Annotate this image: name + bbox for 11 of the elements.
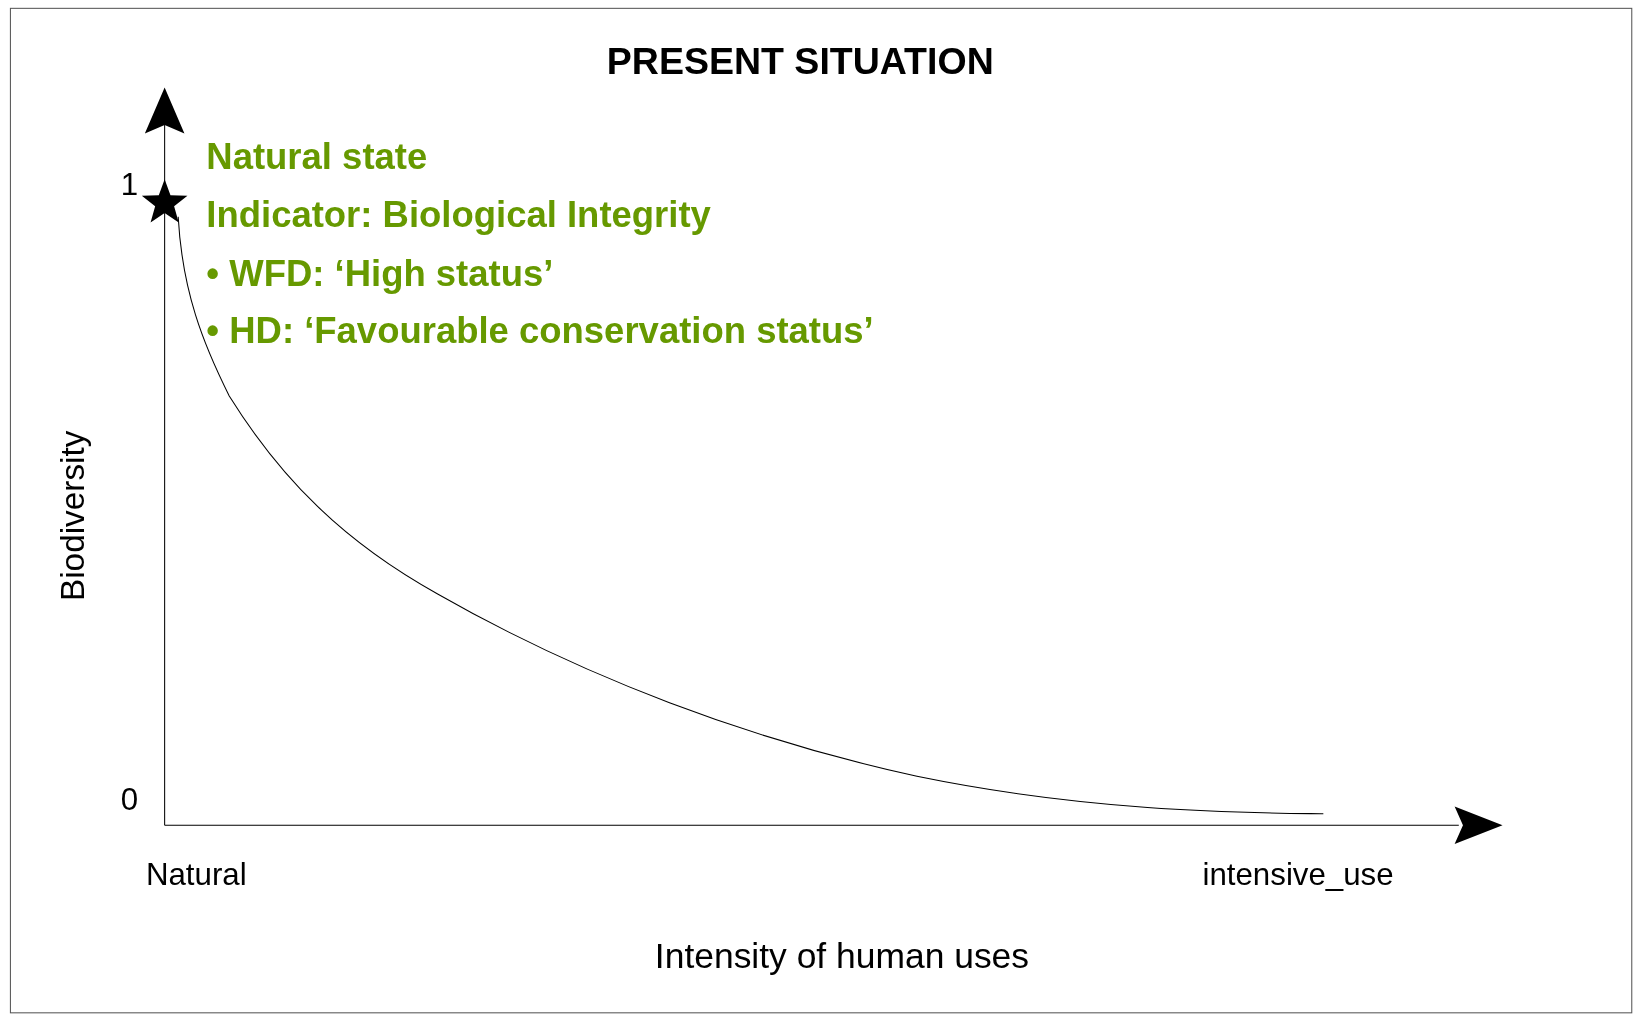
- chart-title: PRESENT SITUATION: [605, 39, 995, 84]
- tick-label: 0: [120, 781, 139, 817]
- axis-title: Biodiversity: [53, 430, 93, 602]
- category-label: Natural: [145, 856, 247, 892]
- tick-label: 1: [120, 166, 139, 203]
- annotation-line: Indicator: Biological Integrity: [206, 193, 711, 236]
- category-label: intensive_use: [1202, 856, 1394, 892]
- axis-title: Intensity of human uses: [653, 935, 1030, 977]
- bullet-item: • HD: ‘Favourable conservation status’: [206, 309, 874, 352]
- annotation-heading: Natural state: [206, 135, 428, 178]
- bullet-item: • WFD: ‘High status’: [206, 252, 554, 294]
